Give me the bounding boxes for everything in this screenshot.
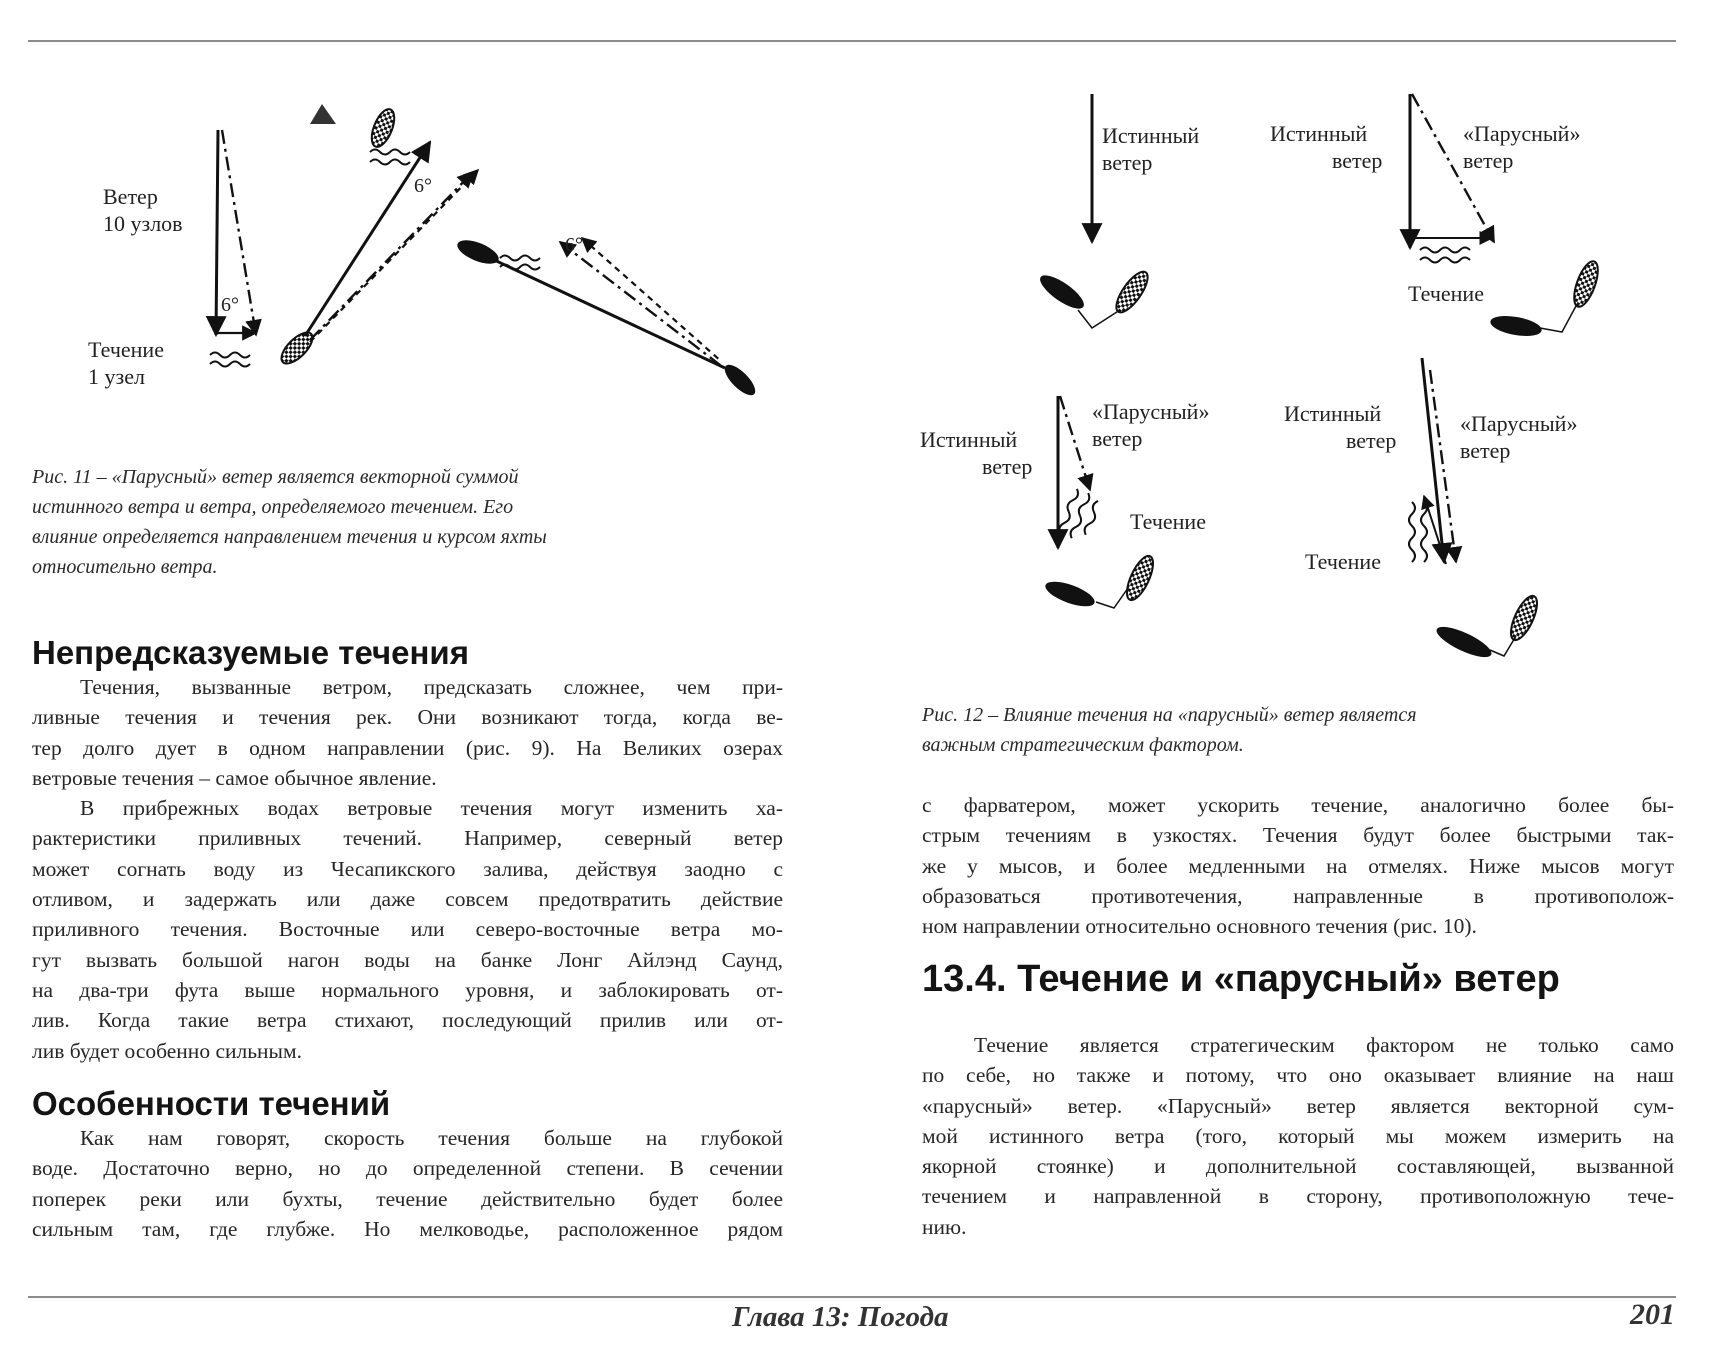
text-line: Течения, вызванные ветром, предсказать с…: [80, 675, 783, 699]
text-line: якорной стоянке) и дополнительной состав…: [922, 1154, 1674, 1179]
text-line: Течение является стратегическим фактором…: [974, 1033, 1674, 1057]
text-line: рактеристики приливных течений. Например…: [32, 826, 783, 851]
text-line: лив будет особенно сильным.: [32, 1038, 302, 1063]
heading-unpredictable-currents: Непредсказуемые течения: [32, 634, 469, 671]
fig12-label: ветер: [1460, 438, 1511, 463]
fig12-label: ветер: [1463, 148, 1514, 173]
caption-line: относительно ветра.: [32, 556, 218, 578]
heading-13-4: 13.4. Течение и «парусный» ветер: [922, 958, 1560, 1000]
fig12-label: ветер: [1346, 428, 1397, 453]
top-rule: [28, 40, 1676, 42]
fig12-label: Истинный: [1270, 121, 1368, 146]
text-line: В прибрежных водах ветровые течения могу…: [80, 796, 783, 821]
text-line: с фарватером, может ускорить течение, ан…: [922, 793, 1674, 817]
bottom-rule: [28, 1296, 1676, 1298]
fig12-caption: Рис. 12 – Влияние течения на «парусный» …: [922, 700, 1642, 760]
figure-11: Ветер 10 узлов Течение 1 узел 6° 6° 6°: [0, 0, 800, 420]
caption-line: истинного ветра и ветра, определяемого т…: [32, 496, 514, 518]
marker-triangle: [310, 104, 336, 124]
text-line: же у мысов, и более медленными на отмеля…: [922, 853, 1674, 878]
text-line: сильным там, где глубже. Но мелководье, …: [32, 1216, 783, 1241]
text-line: течением и направленной в сторону, проти…: [922, 1184, 1674, 1209]
fig12-label: ветер: [1102, 150, 1153, 175]
text-line: тер долго дует в одном направлении (рис.…: [32, 735, 783, 760]
fig11-caption: Рис. 11 – «Парусный» ветер является вект…: [32, 462, 732, 582]
text-line: ветровые течения – самое обычное явление…: [32, 765, 437, 790]
right-continuation-body: с фарватером, может ускорить течение, ан…: [922, 790, 1674, 941]
figure-12-diagram: [1040, 93, 1599, 658]
text-line: «парусный» ветер. «Парусный» ветер являе…: [922, 1093, 1674, 1118]
caption-line: влияние определяется направлением течени…: [32, 526, 547, 548]
fig11-angle-label: 6°: [221, 294, 239, 316]
text-line: ном направлении относительно основного т…: [922, 914, 1477, 939]
section-13-4-body: Течение является стратегическим фактором…: [922, 1030, 1674, 1242]
text-line: лив. Когда такие ветра стихают, последую…: [32, 1008, 783, 1033]
fig12-label: ветер: [982, 454, 1033, 479]
fig12-label: Истинный: [1284, 401, 1382, 426]
text-line: приливного течения. Восточные или северо…: [32, 917, 783, 942]
text-line: образоваться противотечения, направленны…: [922, 883, 1674, 908]
footer-page-number: 201: [1630, 1298, 1675, 1331]
fig12-label: Течение: [1408, 281, 1484, 306]
unpredictable-currents-body: Течения, вызванные ветром, предсказать с…: [32, 672, 783, 1066]
fig12-label: «Парусный»: [1460, 411, 1578, 436]
caption-line: Рис. 12 – Влияние течения на «парусный» …: [922, 704, 1417, 726]
fig12-label: ветер: [1092, 426, 1143, 451]
text-line: мой истинного ветра (того, который мы мо…: [922, 1123, 1674, 1148]
fig11-wind-label-1: Ветер: [103, 184, 158, 209]
text-line: может согнать воду из Чесапикского залив…: [32, 856, 783, 881]
text-line: ливные течения и течения рек. Они возник…: [32, 705, 783, 730]
fig12-label: ветер: [1332, 148, 1383, 173]
text-line: отливом, и задержать или даже совсем пре…: [32, 887, 783, 912]
fig12-label: Истинный: [1102, 123, 1200, 148]
fig11-current-label-1: Течение: [88, 337, 164, 362]
caption-line: важным стратегическим фактором.: [922, 734, 1244, 756]
current-features-body: Как нам говорят, скорость течения больше…: [32, 1123, 783, 1244]
text-line: воде. Достаточно верно, но до определенн…: [32, 1156, 783, 1181]
fig12-label: Течение: [1130, 509, 1206, 534]
fig12-label: «Парусный»: [1092, 399, 1210, 424]
figure-12: Истинный ветер Истинный ветер «Парусный»…: [900, 70, 1680, 670]
heading-current-features: Особенности течений: [32, 1085, 391, 1122]
figure-11-diagram: [205, 104, 756, 396]
text-line: поперек реки или бухты, течение действит…: [32, 1186, 783, 1211]
footer-chapter-title: Глава 13: Погода: [732, 1301, 949, 1333]
fig12-label: Течение: [1305, 549, 1381, 574]
fig12-label: Истинный: [920, 427, 1018, 452]
fig11-current-label-2: 1 узел: [88, 364, 145, 389]
fig11-angle-label: 6°: [565, 234, 583, 256]
fig11-angle-label: 6°: [414, 175, 432, 197]
caption-line: Рис. 11 – «Парусный» ветер является вект…: [32, 466, 519, 488]
fig11-wind-label-2: 10 узлов: [103, 211, 183, 236]
text-line: на два-три фута выше нормального уровня,…: [32, 977, 783, 1002]
text-line: Как нам говорят, скорость течения больше…: [80, 1126, 783, 1150]
text-line: стрым течениям в узкостях. Течения будут…: [922, 823, 1674, 848]
fig12-label: «Парусный»: [1463, 121, 1581, 146]
text-line: гут вызвать большой нагон воды на банке …: [32, 947, 783, 972]
text-line: по себе, но также и потому, что оно оказ…: [922, 1063, 1674, 1088]
text-line: нию.: [922, 1214, 967, 1239]
